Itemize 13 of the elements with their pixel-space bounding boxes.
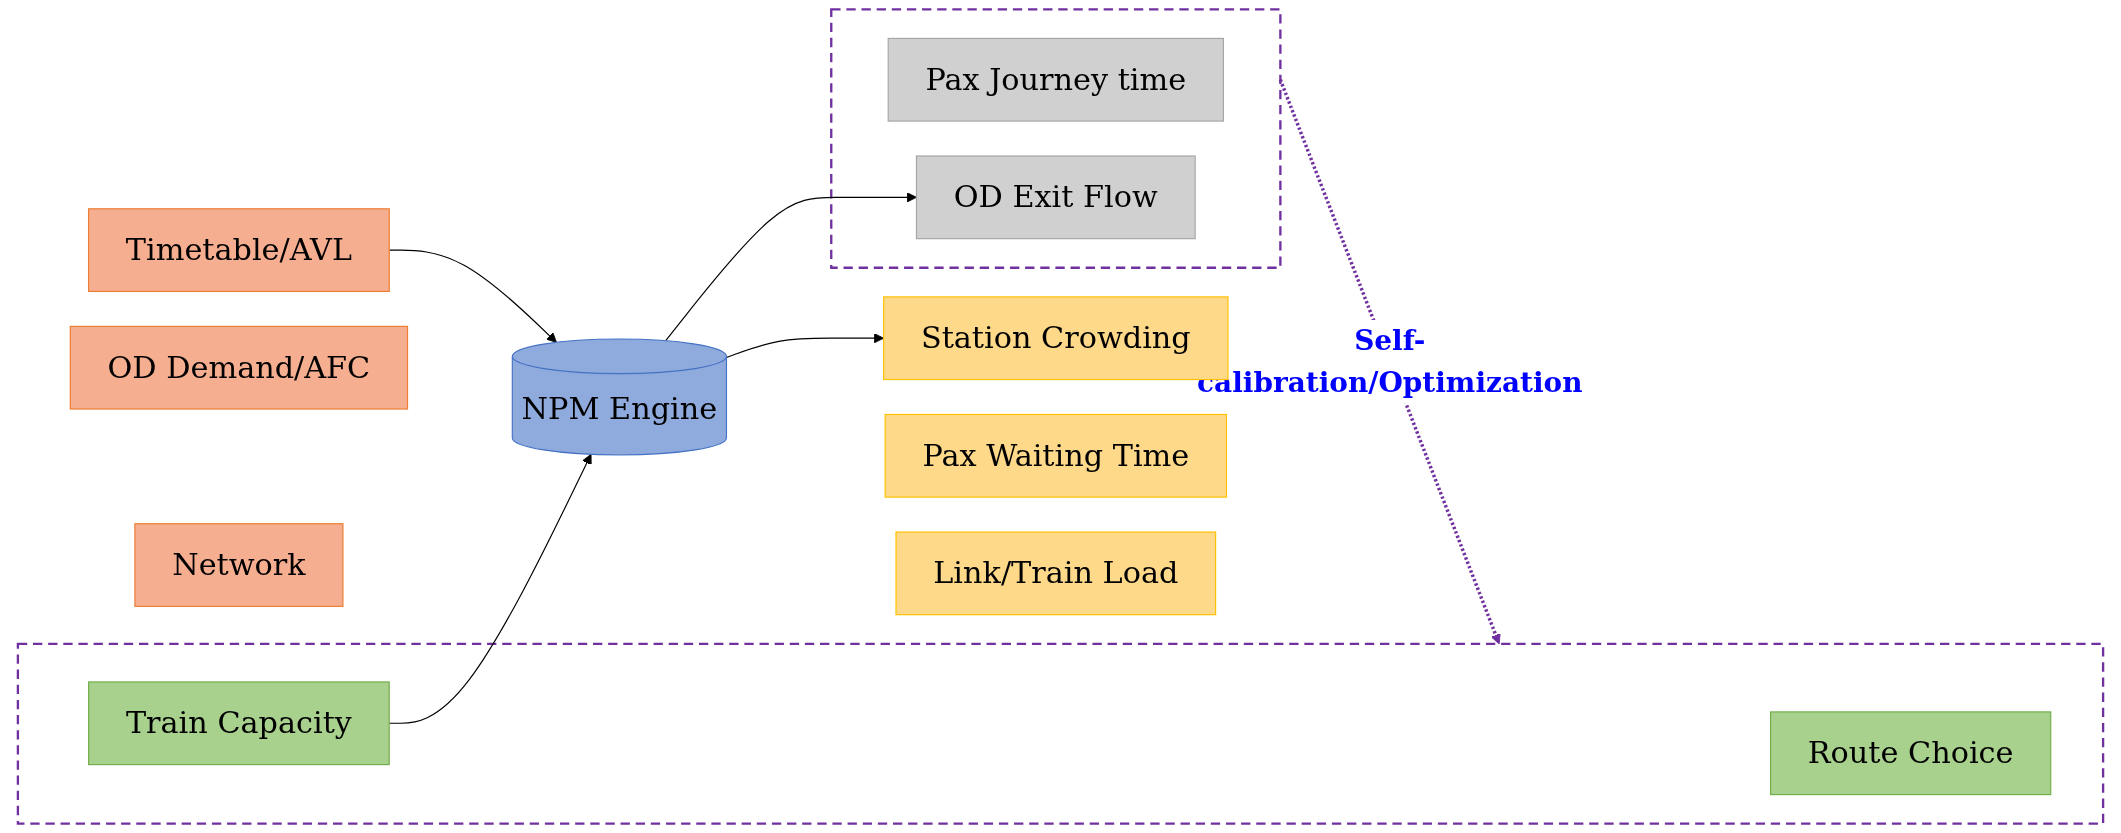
- node-box: Train Capacity: [88, 681, 390, 766]
- cluster: [16, 642, 2105, 825]
- node-box: Timetable/AVL: [88, 208, 390, 293]
- node-box: Station Crowding: [883, 296, 1229, 381]
- node-box: Pax Waiting Time: [884, 413, 1228, 498]
- node-box: Network: [134, 523, 344, 607]
- node-box: OD Demand/AFC: [69, 325, 409, 410]
- cluster: [830, 8, 1282, 269]
- node-box: Pax Journey time: [887, 37, 1224, 122]
- node-box: Link/Train Load: [895, 531, 1217, 616]
- arrow: [665, 192, 917, 342]
- node-box: OD Exit Flow: [915, 155, 1196, 240]
- node-box: Route Choice: [1770, 711, 2052, 796]
